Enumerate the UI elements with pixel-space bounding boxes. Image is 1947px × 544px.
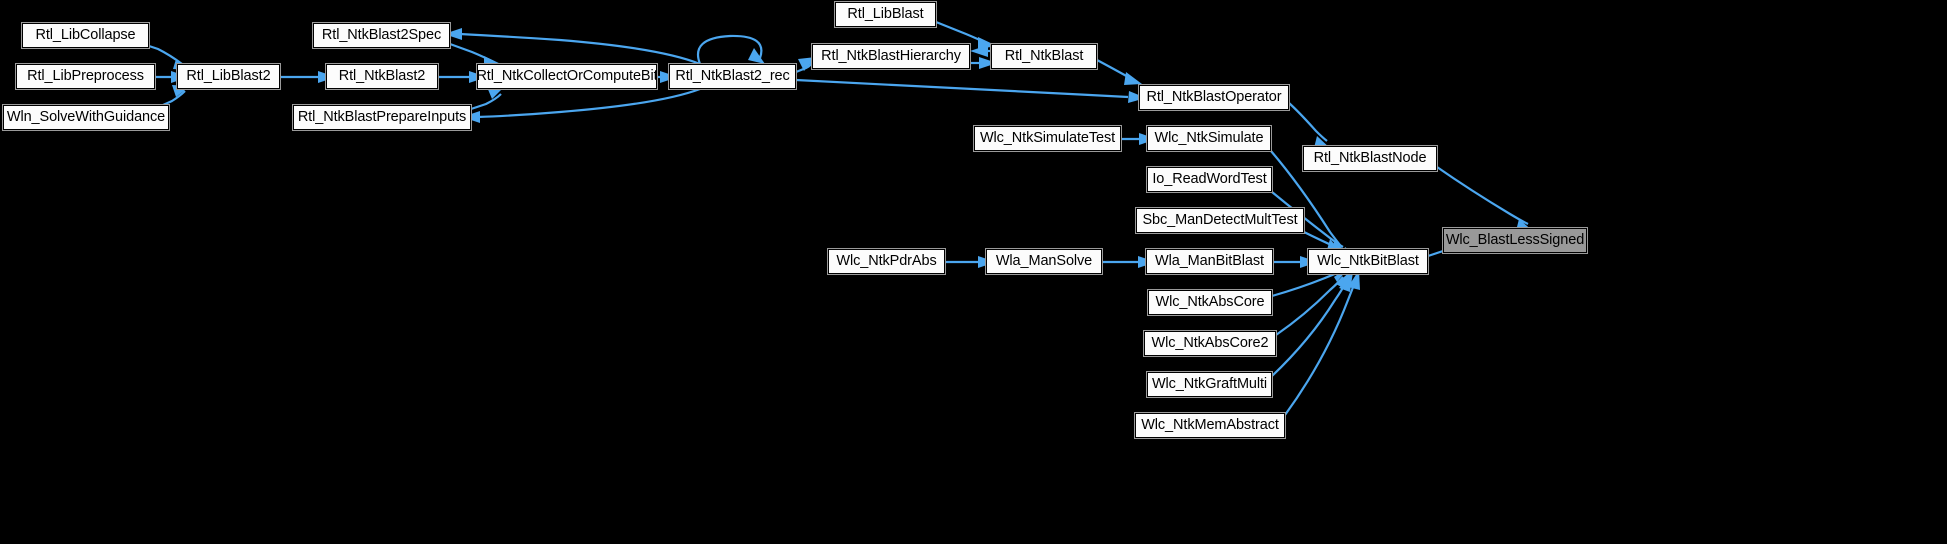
node-wln-solvewithguidance[interactable]: Wln_SolveWithGuidance [2, 104, 170, 131]
node-label: Rtl_NtkCollectOrComputeBit [476, 68, 658, 85]
node-label: Rtl_NtkBlastNode [1313, 150, 1427, 167]
node-rtl-libpreprocess[interactable]: Rtl_LibPreprocess [15, 63, 156, 90]
node-wlc-ntkabscore[interactable]: Wlc_NtkAbsCore [1147, 289, 1273, 316]
node-wlc-blastlesssigned[interactable]: Wlc_BlastLessSigned [1442, 227, 1588, 254]
edge-abscore-bitblast [1271, 270, 1342, 298]
node-label: Wlc_NtkPdrAbs [836, 253, 937, 270]
node-label: Rtl_NtkBlastPrepareInputs [297, 109, 467, 126]
node-wlc-ntksimulate[interactable]: Wlc_NtkSimulate [1146, 125, 1272, 152]
arrowhead [979, 57, 997, 69]
node-rtl-ntkblast2-rec[interactable]: Rtl_NtkBlast2_rec [668, 63, 797, 90]
node-label: Wlc_NtkBitBlast [1317, 253, 1419, 270]
edge-blast2rec-self-loop [697, 34, 763, 65]
node-rtl-ntkblasthierarchy[interactable]: Rtl_NtkBlastHierarchy [811, 43, 971, 70]
arrowhead [798, 57, 816, 71]
node-rtl-ntkblastoperator[interactable]: Rtl_NtkBlastOperator [1138, 84, 1290, 111]
edge-blast2rec-blastoperator [795, 78, 1129, 99]
node-label: Rtl_NtkBlast [1004, 48, 1084, 65]
node-rtl-ntkblastnode[interactable]: Rtl_NtkBlastNode [1302, 145, 1438, 172]
node-wlc-ntkbitblast[interactable]: Wlc_NtkBitBlast [1307, 248, 1429, 275]
edge-blast2rec-prepareinputs [477, 87, 701, 119]
arrowhead [462, 111, 480, 123]
node-label: Wln_SolveWithGuidance [6, 109, 166, 126]
node-rtl-ntkblast2[interactable]: Rtl_NtkBlast2 [325, 63, 439, 90]
edge-blastoperator-blastnode [1288, 102, 1328, 142]
node-label: Rtl_LibPreprocess [27, 68, 144, 85]
node-label: Wlc_NtkGraftMulti [1151, 376, 1268, 393]
node-label: Wla_ManBitBlast [1155, 253, 1264, 270]
edge-blast2rec-blast2spec [459, 32, 701, 66]
node-rtl-ntkblast2spec[interactable]: Rtl_NtkBlast2Spec [312, 22, 451, 49]
node-label: Rtl_NtkBlast2_rec [675, 68, 790, 85]
node-wlc-ntkgraftmulti[interactable]: Wlc_NtkGraftMulti [1146, 371, 1273, 398]
node-io-readwordtest[interactable]: Io_ReadWordTest [1146, 166, 1273, 193]
edge-ntkblast-blastoperator [1096, 59, 1131, 79]
node-wlc-ntkabscore2[interactable]: Wlc_NtkAbsCore2 [1143, 330, 1277, 357]
node-sbc-mandetectmulttest[interactable]: Sbc_ManDetectMultTest [1135, 207, 1305, 234]
node-rtl-ntkblast[interactable]: Rtl_NtkBlast [990, 43, 1098, 70]
node-rtl-ntkblastprepareinputs[interactable]: Rtl_NtkBlastPrepareInputs [292, 104, 472, 131]
node-label: Rtl_NtkBlastHierarchy [821, 48, 961, 65]
node-label: Rtl_NtkBlast2Spec [321, 27, 442, 44]
node-label: Wla_ManSolve [995, 253, 1093, 270]
node-wla-manbitblast[interactable]: Wla_ManBitBlast [1145, 248, 1274, 275]
node-label: Wlc_NtkMemAbstract [1141, 417, 1279, 434]
node-wlc-ntkmemabstract[interactable]: Wlc_NtkMemAbstract [1134, 412, 1286, 439]
node-label: Sbc_ManDetectMultTest [1142, 212, 1298, 229]
arrowhead [1128, 91, 1146, 103]
node-rtl-ntkcollectorcomputebit[interactable]: Rtl_NtkCollectOrComputeBit [476, 63, 658, 90]
arrowhead [1336, 270, 1352, 289]
node-rtl-libblast2[interactable]: Rtl_LibBlast2 [176, 63, 281, 90]
node-rtl-libblast[interactable]: Rtl_LibBlast [834, 1, 937, 28]
arrowhead [487, 86, 505, 99]
node-wla-mansolve[interactable]: Wla_ManSolve [985, 248, 1103, 275]
node-label: Wlc_NtkSimulateTest [979, 130, 1116, 147]
node-label: Rtl_LibCollapse [35, 27, 136, 44]
edge-memabstract-bitblast [1284, 281, 1357, 416]
node-rtl-libcollapse[interactable]: Rtl_LibCollapse [21, 22, 150, 49]
edge-blastnode-blastlesssigned [1436, 166, 1529, 225]
node-label: Rtl_NtkBlastOperator [1146, 89, 1282, 106]
arrowhead [970, 45, 988, 57]
node-label: Wlc_BlastLessSigned [1445, 232, 1585, 249]
edge-wlnsolve-libblast2 [162, 90, 186, 107]
node-wlc-ntksimulatetest[interactable]: Wlc_NtkSimulateTest [973, 125, 1122, 152]
edge-simulate-bitblast [1270, 150, 1341, 246]
node-label: Rtl_NtkBlast2 [338, 68, 426, 85]
arrowhead [1348, 270, 1360, 290]
node-label: Wlc_NtkSimulate [1154, 130, 1264, 147]
edge-prepareinputs-collect [470, 93, 502, 111]
node-label: Wlc_NtkAbsCore2 [1151, 335, 1269, 352]
arrowhead [1124, 72, 1142, 85]
node-label: Wlc_NtkAbsCore [1155, 294, 1265, 311]
arrowhead [444, 28, 462, 40]
node-label: Rtl_LibBlast2 [186, 68, 271, 85]
node-label: Io_ReadWordTest [1152, 171, 1267, 188]
node-wlc-ntkpdrabs[interactable]: Wlc_NtkPdrAbs [827, 248, 946, 275]
node-label: Rtl_LibBlast [847, 6, 924, 23]
arrowhead [748, 48, 765, 64]
edge-readwordtest-bitblast [1271, 191, 1344, 248]
edge-abscore2-bitblast [1275, 276, 1344, 336]
